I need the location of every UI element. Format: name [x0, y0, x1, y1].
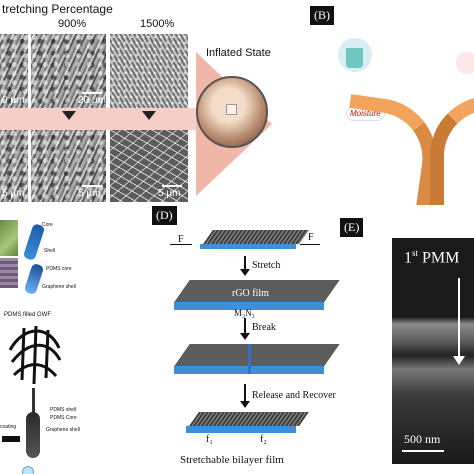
sem-image-bottom-1 [0, 130, 28, 202]
fiber-shell-diagram [23, 262, 45, 296]
process-arrow-c [2, 436, 20, 442]
panel-e-tag: (E) [340, 218, 364, 237]
inflated-state-label: Inflated State [206, 47, 271, 59]
pct-1500-label: 1500% [140, 18, 175, 30]
tem-scale-bar [402, 450, 444, 452]
balloon-sample [226, 104, 237, 115]
sem-image-top-2 [31, 34, 106, 108]
film-1-top [203, 230, 309, 244]
sem-image-bottom-2 [31, 130, 106, 202]
film-4-top [189, 412, 309, 426]
force-left-label: F [178, 234, 184, 245]
sem-image-bottom-3 [110, 130, 188, 202]
bent-film-left [333, 94, 445, 205]
film-2-base [174, 302, 324, 310]
hook-fiber [26, 412, 40, 458]
tem-layer-label: 1st PMM [404, 248, 459, 267]
stretch-label: Stretch [252, 260, 281, 271]
scale-label-top-1: 0 µm [2, 95, 25, 106]
panel-b-tag: (B) [310, 6, 334, 25]
coating-label: coating [0, 424, 17, 430]
release-label: Release and Recover [252, 390, 336, 401]
bilayer-caption: Stretchable bilayer film [180, 454, 284, 466]
moisture-label: Moisture [346, 106, 385, 121]
bent-film-right [430, 96, 474, 205]
tem-label-rest: PMM [422, 249, 460, 267]
tem-image [392, 238, 474, 464]
tem-arrow-head [453, 356, 465, 365]
pct-900-label: 900% [58, 18, 87, 30]
scale-bar-bottom-3 [162, 185, 182, 187]
core-label: Core [42, 222, 53, 228]
panel-b: (B) Moisture [306, 0, 474, 205]
tem-label-sup: st [412, 248, 419, 258]
scale-label-bottom-2: 5 µm [78, 188, 101, 199]
scale-label-top-2: 20 µm [78, 95, 106, 106]
pdms-core-label: PDMS core [46, 266, 72, 272]
panel-a-header: tretching Percentage [2, 2, 113, 16]
fiber-image-2 [0, 258, 18, 288]
scale-label-bottom-1: 5 µm [2, 188, 25, 199]
heat-bubble [456, 52, 474, 74]
film-3-top [174, 344, 340, 366]
panel-e: (E) 1st PMM 500 nm [340, 212, 474, 474]
fiber-strand [32, 388, 35, 416]
process-band [0, 108, 210, 130]
film-label: rGO film [232, 288, 269, 299]
f2-label: f₂ [260, 434, 267, 445]
f1-label: f₁ [206, 434, 213, 445]
force-right-label: F [308, 232, 314, 243]
graphene-shell-label: Graphene shell [42, 284, 76, 290]
tem-label-main: 1 [404, 249, 412, 267]
break-arrow [240, 318, 250, 340]
graphene-mesh-drawing [8, 325, 62, 385]
panel-d-tag: (D) [152, 206, 177, 225]
zoom-marker-1 [62, 111, 76, 120]
tem-scale-label: 500 nm [404, 432, 441, 446]
film-1-base [200, 244, 296, 249]
sem-image-top-1 [0, 34, 28, 108]
droplet [22, 466, 34, 474]
inflated-balloon-image [196, 76, 268, 148]
panel-c: Core Shell PDMS core Graphene shell PDMS… [0, 212, 95, 474]
scale-bar-top-2 [82, 92, 102, 94]
release-arrow [240, 384, 250, 408]
sem-image-top-3 [110, 34, 188, 108]
pdms-core2-label: PDMS Core [50, 415, 77, 421]
fiber-core-diagram [22, 223, 46, 261]
film-4-base [186, 426, 296, 433]
force-right-arrow [300, 244, 320, 245]
pdms-shell-label: PDMS shell [50, 407, 77, 413]
tem-arrow [458, 278, 460, 358]
panel-d: (D) F F Stretch rGO film M₃N₃ Break Rele… [150, 200, 350, 474]
scale-label-bottom-3: 5 µm [158, 188, 181, 199]
pdms-filled-label: PDMS filled GWF [4, 312, 52, 318]
fiber-image-1 [0, 220, 18, 256]
scale-bar-bottom-2 [82, 185, 102, 187]
substrate-label: M₃N₃ [234, 308, 255, 318]
graphene-shell2-label: Graphene shell [46, 427, 80, 433]
crack-line [248, 344, 251, 374]
mug-body [346, 48, 363, 68]
stretch-arrow [240, 256, 250, 276]
force-left-arrow [170, 244, 192, 245]
panel-a: tretching Percentage 900% 1500% 0 µm 20 … [0, 0, 290, 205]
zoom-marker-2 [142, 111, 156, 120]
break-label: Break [252, 322, 276, 333]
shell-label: Shell [44, 248, 56, 254]
